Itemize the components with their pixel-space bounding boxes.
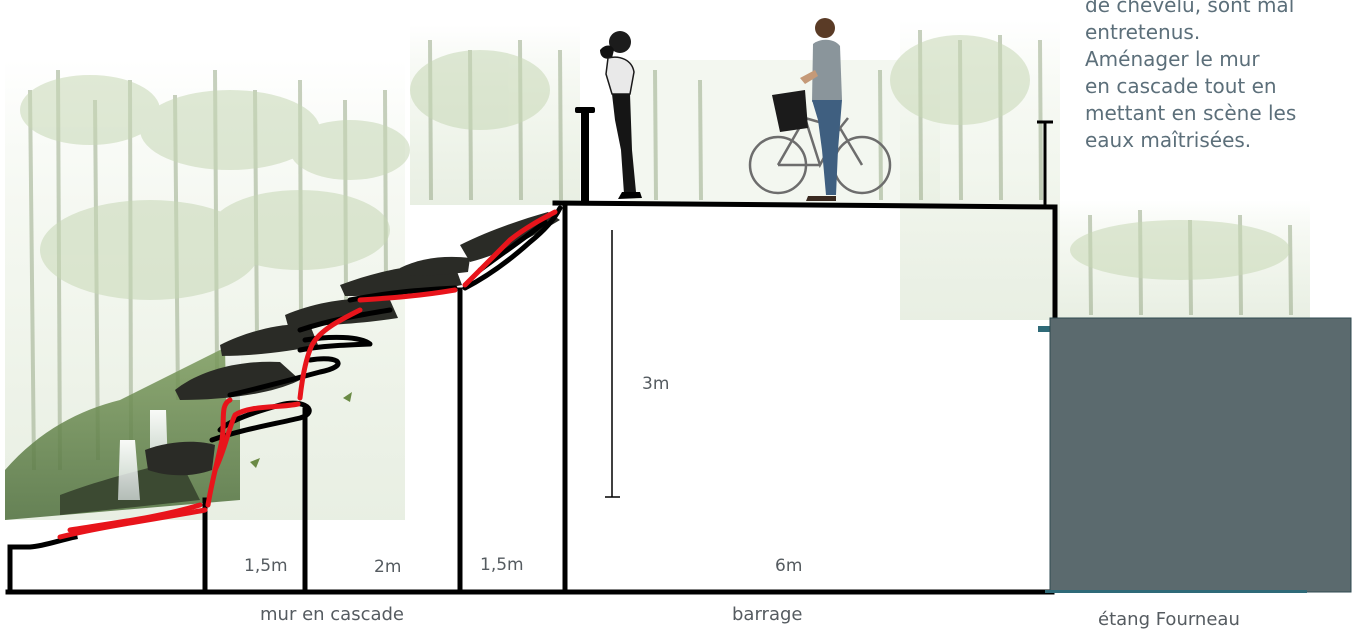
note-line: entretenus. bbox=[1085, 20, 1201, 44]
section-label-cascade-wall: mur en cascade bbox=[260, 604, 404, 625]
section-label-dam: barrage bbox=[732, 604, 803, 625]
forest-background bbox=[5, 20, 1310, 520]
note-line: eaux maîtrisées. bbox=[1085, 128, 1252, 152]
width-label-4: 6m bbox=[775, 556, 803, 576]
cyclist-with-bicycle-icon bbox=[748, 18, 892, 201]
note-line: de chevelu, sont mal bbox=[1085, 0, 1295, 17]
pedestrian-figure-icon bbox=[600, 31, 642, 199]
width-label-1: 1,5m bbox=[244, 556, 288, 576]
note-line: en cascade tout en bbox=[1085, 74, 1277, 98]
grass-marks bbox=[250, 392, 352, 468]
description-note: de chevelu, sont mal entretenus. Aménager … bbox=[1085, 0, 1347, 154]
section-label-pond: étang Fourneau bbox=[1098, 609, 1240, 630]
height-label-3m: 3m bbox=[642, 374, 670, 394]
width-label-3: 1,5m bbox=[480, 555, 524, 575]
wall-outline bbox=[5, 200, 1058, 595]
bollard-icon bbox=[575, 107, 595, 203]
water-path bbox=[57, 209, 558, 540]
note-line: mettant en scène les bbox=[1085, 101, 1297, 125]
pond-block bbox=[1038, 317, 1352, 593]
railing-post-icon bbox=[1037, 120, 1053, 206]
width-label-2: 2m bbox=[374, 557, 402, 577]
height-dimension-line bbox=[605, 230, 620, 498]
note-line: Aménager le mur bbox=[1085, 47, 1260, 71]
